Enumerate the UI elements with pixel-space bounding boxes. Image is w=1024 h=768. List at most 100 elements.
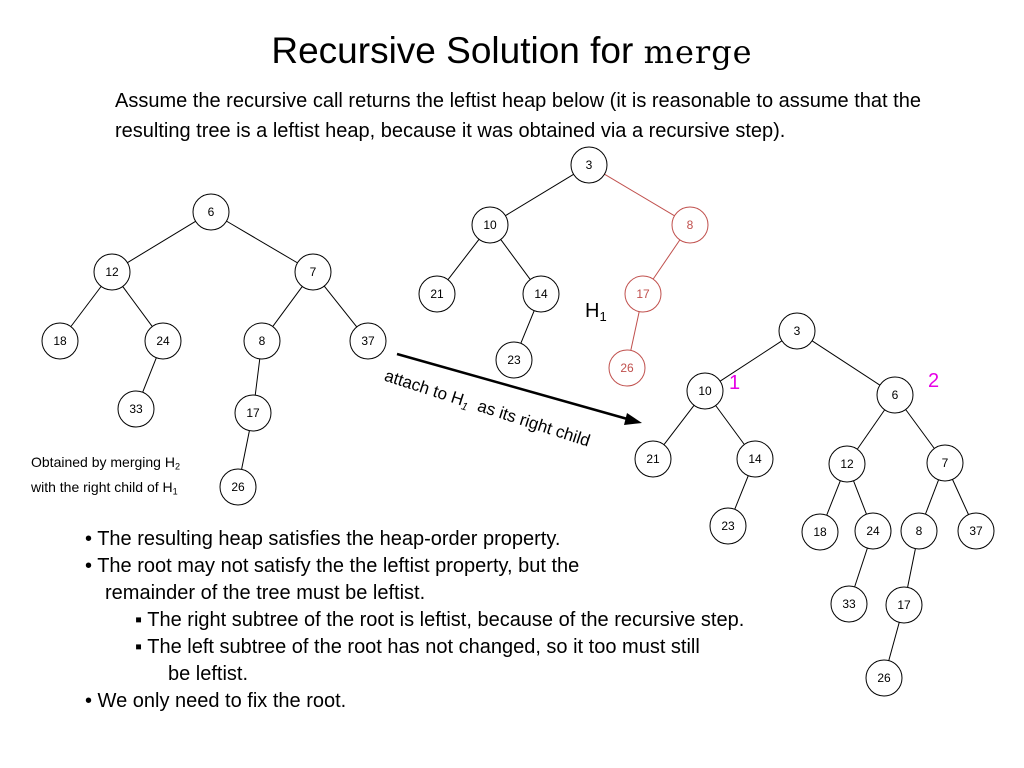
result-node-21: 21	[634, 440, 672, 478]
bullet-item: • We only need to fix the root.	[85, 690, 347, 712]
merged-edge	[122, 286, 153, 327]
node-circle	[471, 206, 509, 244]
node-circle	[624, 275, 662, 313]
merged-edge	[127, 220, 196, 264]
node-circle	[957, 512, 995, 550]
merged-edge	[272, 286, 303, 327]
bullet-list: • The resulting heap satisfies the heap-…	[85, 526, 744, 715]
node-label: 18	[53, 334, 67, 348]
caption-line-1-text: Obtained by merging H	[31, 454, 175, 470]
node-circle	[634, 440, 672, 478]
node-label: 12	[105, 265, 119, 279]
node-circle	[865, 659, 903, 697]
caption-line-2-sub: 1	[172, 486, 178, 497]
node-label: 14	[748, 452, 762, 466]
h1-node-10: 10	[471, 206, 509, 244]
node-label: 37	[969, 524, 983, 538]
node-label: 24	[866, 524, 880, 538]
intro-paragraph: Assume the recursive call returns the le…	[115, 90, 921, 142]
node-label: 37	[361, 334, 375, 348]
node-circle	[885, 586, 923, 624]
node-label: 8	[687, 218, 694, 232]
result-edge	[924, 479, 940, 515]
node-circle	[900, 512, 938, 550]
result-edge	[905, 409, 935, 449]
node-circle	[801, 513, 839, 551]
h1-label-main: H	[585, 300, 600, 322]
h1-edge	[604, 173, 675, 217]
merged-node-33: 33	[117, 390, 155, 428]
node-label: 24	[156, 334, 170, 348]
h1-label: H1	[585, 300, 607, 324]
caption-line-2-text: with the right child of H	[31, 478, 173, 495]
title-prefix: Recursive Solution for	[271, 30, 644, 71]
node-circle	[671, 206, 709, 244]
merged-node-12: 12	[93, 253, 131, 291]
node-label: 17	[897, 598, 911, 612]
result-edge	[888, 622, 900, 661]
node-label: 14	[534, 287, 548, 301]
node-label: 17	[636, 287, 650, 301]
result-node-26: 26	[865, 659, 903, 697]
bullet-item: • The root may not satisfy the the lefti…	[85, 555, 580, 577]
node-circle	[830, 585, 868, 623]
merged-edge	[142, 357, 157, 393]
result-node-10: 10	[686, 372, 724, 410]
node-label: 10	[483, 218, 497, 232]
merged-node-6: 6	[192, 193, 230, 231]
caption-line-1: Obtained by merging H2	[31, 452, 180, 477]
node-label: 23	[721, 519, 735, 533]
slide-title: Recursive Solution for merge	[0, 28, 1024, 75]
node-circle	[219, 468, 257, 506]
merge-caption: Obtained by merging H2 with the right ch…	[31, 452, 180, 501]
h1-node-14: 14	[522, 275, 560, 313]
node-label: 6	[208, 205, 215, 219]
node-circle	[41, 322, 79, 360]
node-label: 26	[231, 480, 245, 494]
node-circle	[736, 440, 774, 478]
sub-bullet-item: ▪ The left subtree of the root has not c…	[135, 636, 700, 658]
node-label: 3	[794, 324, 801, 338]
result-edge	[853, 480, 867, 515]
node-circle	[854, 512, 892, 550]
result-node-37: 37	[957, 512, 995, 550]
merged-edge	[226, 220, 298, 264]
node-circle	[144, 322, 182, 360]
h1-node-3: 3	[570, 146, 608, 184]
node-circle	[778, 312, 816, 350]
sub-bullet-item: ▪ The right subtree of the root is lefti…	[135, 609, 745, 631]
merged-node-7: 7	[294, 253, 332, 291]
result-edge	[907, 548, 916, 588]
result-edge	[854, 547, 868, 588]
result-edge	[826, 480, 841, 516]
node-label: 21	[646, 452, 660, 466]
h1-edge	[500, 239, 531, 280]
node-label: 33	[129, 402, 143, 416]
node-circle	[608, 349, 646, 387]
merged-edge	[254, 358, 261, 396]
node-circle	[926, 444, 964, 482]
node-circle	[192, 193, 230, 231]
marker-left-subtree: 1	[729, 372, 741, 394]
h1-node-17: 17	[624, 275, 662, 313]
merged-node-18: 18	[41, 322, 79, 360]
result-node-24: 24	[854, 512, 892, 550]
node-circle	[876, 376, 914, 414]
h1-edge	[520, 310, 535, 344]
sub-bullet-continuation: be leftist.	[168, 663, 249, 685]
h1-edge	[630, 311, 640, 351]
node-circle	[709, 507, 747, 545]
node-circle	[570, 146, 608, 184]
node-circle	[418, 275, 456, 313]
node-label: 23	[507, 353, 521, 367]
h1-label-sub: 1	[599, 308, 607, 324]
node-circle	[349, 322, 387, 360]
node-label: 18	[813, 525, 827, 539]
caption-line-1-sub: 2	[174, 461, 181, 472]
bullet-item-continuation: remainder of the tree must be leftist.	[105, 582, 426, 604]
result-node-18: 18	[801, 513, 839, 551]
merged-edge	[241, 430, 250, 470]
node-label: 8	[916, 524, 923, 538]
node-label: 33	[842, 597, 856, 611]
